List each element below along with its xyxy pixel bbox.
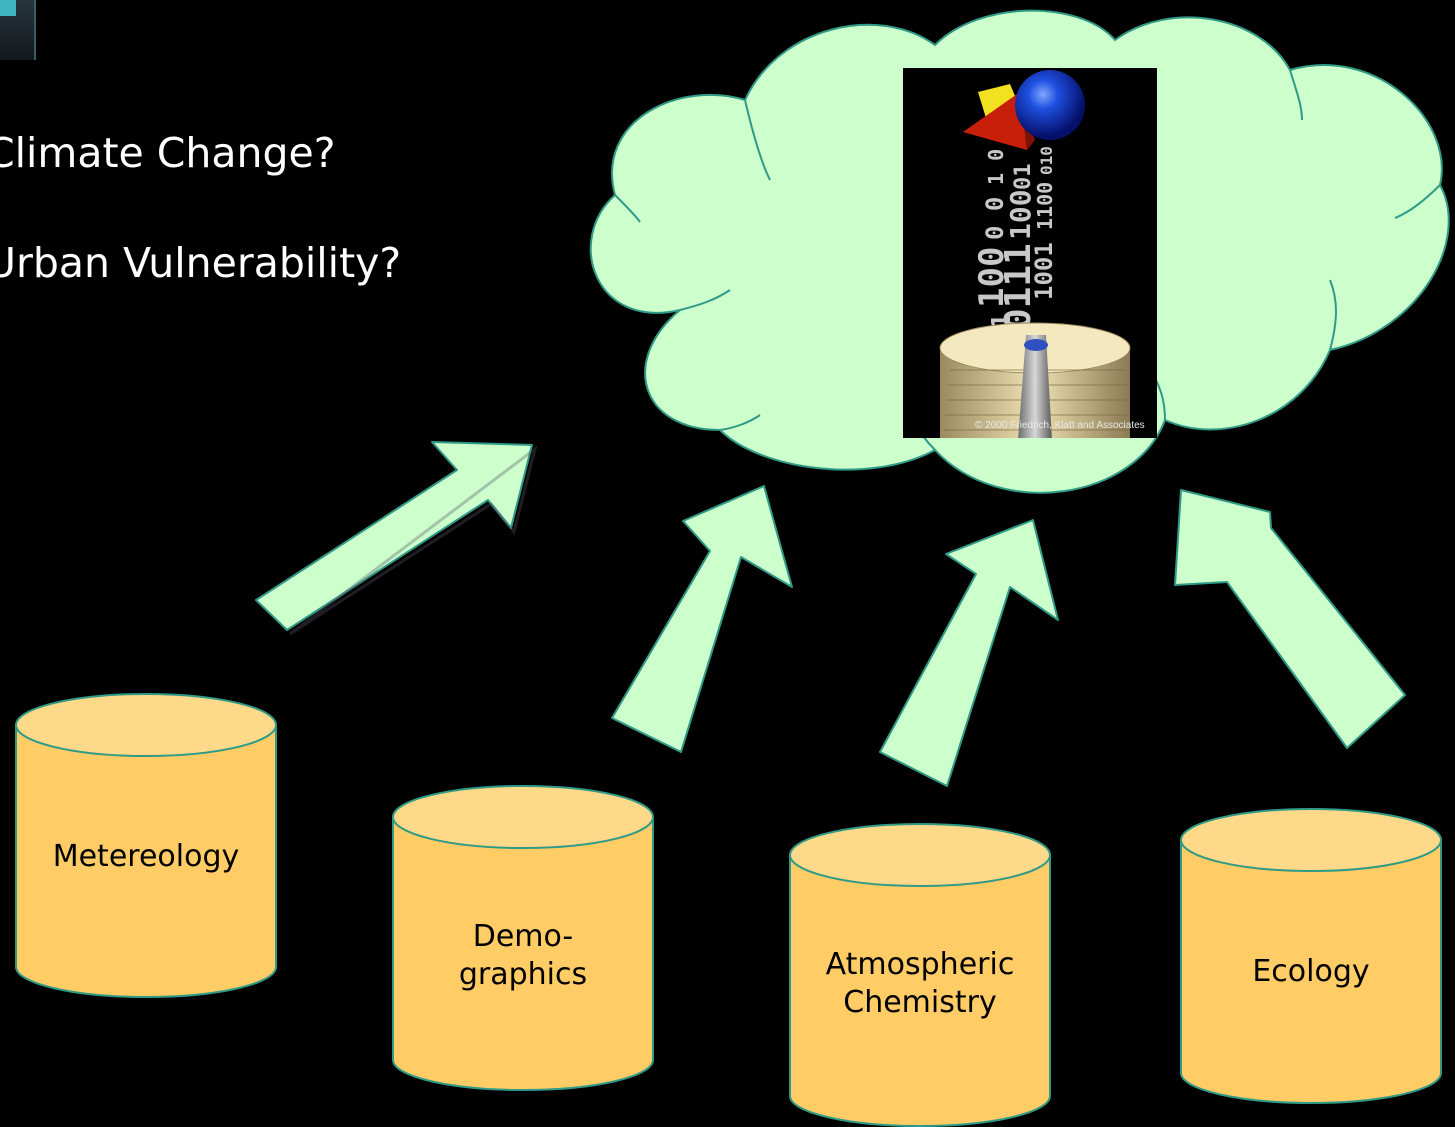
label-demographics: Demo- graphics [458,919,588,992]
cylinder-metereology [15,693,277,998]
arrow-demographics [611,485,793,753]
label-atmospheric-chemistry: Atmospheric Chemistry [825,947,1015,1020]
svg-text:100: 100 [972,247,1012,308]
cylinder-ecology [1180,808,1442,1104]
svg-text:1001: 1001 [1030,242,1058,300]
cylinder-demographics [392,785,654,1091]
svg-text:0 0: 0 0 [981,197,1009,240]
image-credit: © 2000 Friedrich, Klatt and Associates [975,420,1145,431]
cylinder-atmospheric-chemistry [789,823,1051,1127]
label-metereology: Metereology [52,839,240,874]
data-tower-image: 100 0 0 1 0 0111 100 01 1001 1100 010 11… [903,68,1157,438]
svg-text:01: 01 [1011,164,1036,191]
slide-corner-accent [0,0,36,60]
question-urban-vulnerability: Urban Vulnerability? [0,239,402,287]
question-climate-change: Climate Change? [0,129,336,177]
svg-text:100: 100 [1004,189,1037,240]
arrow-metereology [255,441,538,636]
svg-text:0111: 0111 [998,243,1039,330]
svg-text:010: 010 [1037,146,1056,175]
arrow-atmospheric-chemistry [879,519,1059,787]
svg-text:1100: 1100 [1033,182,1057,230]
arrow-ecology [1174,489,1406,749]
label-ecology: Ecology [1252,954,1370,989]
svg-text:1 0: 1 0 [984,149,1008,185]
